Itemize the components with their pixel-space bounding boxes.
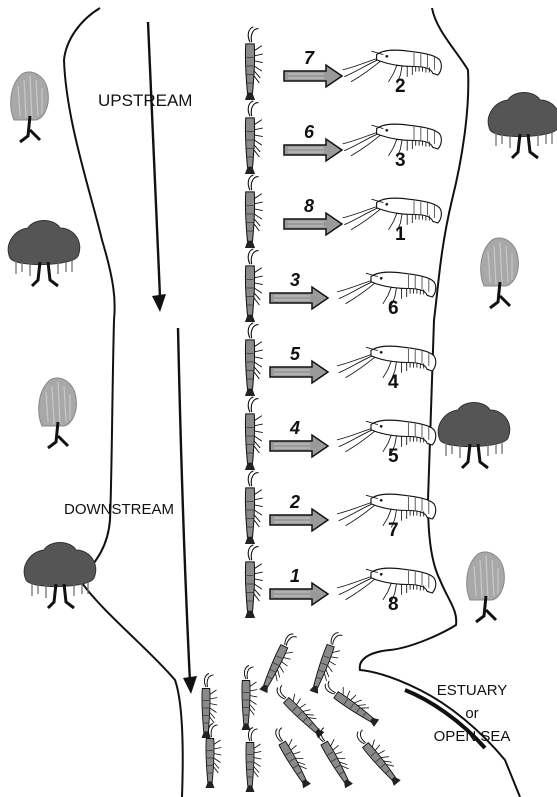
migration-arrow [270,509,328,531]
tree-icon [24,543,96,609]
arrow-number: 7 [304,48,315,68]
adult-number: 4 [388,372,399,393]
river-left-bank [64,8,183,797]
arrow-number: 8 [304,196,314,216]
adult-prawn-icon [337,272,436,305]
juvenile-prawn-icon [259,631,301,696]
adult-prawn-icon [343,198,442,231]
migration-arrow [270,287,328,309]
downstream-flow-arrow [178,328,197,694]
upstream-label: UPSTREAM [98,91,192,110]
juvenile-prawn-icon [245,471,263,544]
adult-prawn-icon [343,124,442,157]
juvenile-prawn-icon [310,630,347,696]
adult-prawn-icon [343,50,442,83]
stage-row: 81 [245,175,441,248]
arrow-number: 6 [304,122,315,142]
adult-prawn-icon [337,346,436,379]
juvenile-prawn-icon [245,175,263,248]
juvenile-prawn-icon [352,726,406,786]
adult-number: 6 [388,298,399,319]
stage-row: 45 [245,397,436,470]
juvenile-prawn-icon [245,27,263,100]
stage-row: 72 [245,27,441,100]
tree-icon [11,72,49,142]
downstream-label: DOWNSTREAM [64,501,174,518]
adult-number: 2 [395,76,406,97]
tree-icon [438,403,510,469]
adult-number: 7 [388,520,399,541]
adult-number: 8 [388,594,399,615]
juvenile-prawn-icon [245,545,263,618]
stage-row: 27 [245,471,436,544]
migration-arrow [270,583,328,605]
tree-icon [8,221,80,287]
juvenile-prawn-icon [202,674,218,739]
adult-prawn-icon [337,494,436,527]
tree-icon [39,378,77,448]
juvenile-prawn-icon [245,323,263,396]
juvenile-prawn-icon [246,728,262,793]
estuary-label: ESTUARY [437,682,508,699]
upstream-flow-arrow [148,22,166,312]
migration-arrow [284,65,342,87]
open-sea-label: OPEN SEA [434,728,511,745]
juvenile-prawn-icon [272,682,329,739]
juvenile-prawn-icon [245,397,263,470]
stage-row: 54 [245,323,436,396]
migration-arrow [270,435,328,457]
tree-icon [488,93,557,159]
adult-number: 5 [388,446,399,467]
adult-number: 3 [395,150,406,171]
stage-row: 18 [245,545,436,618]
adult-prawn-icon [337,568,436,601]
adult-number: 1 [395,224,406,245]
arrow-number: 3 [290,270,300,290]
tree-icon [467,552,505,622]
migration-arrow [270,361,328,383]
arrow-number: 2 [289,492,300,512]
juvenile-prawn-icon [321,677,383,727]
estuary-or-label: or [465,705,478,722]
juvenile-prawn-icon [242,666,258,731]
arrow-number: 4 [289,418,300,438]
migration-arrow [284,213,342,235]
juvenile-prawn-icon [271,724,317,788]
adult-prawn-icon [337,420,436,453]
tree-icon [481,238,519,308]
migration-arrow [284,139,342,161]
stage-row: 36 [245,249,436,322]
juvenile-cluster [202,630,406,792]
juvenile-prawn-icon [245,101,263,174]
stage-row: 63 [245,101,441,174]
arrow-number: 5 [290,344,301,364]
arrow-number: 1 [290,566,300,586]
juvenile-prawn-icon [245,249,263,322]
